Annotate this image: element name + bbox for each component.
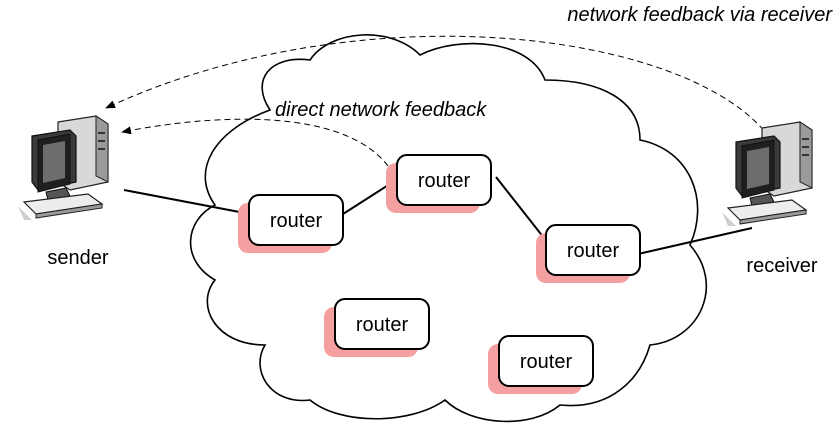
- router-box: [498, 335, 594, 387]
- sender-computer-icon: [17, 115, 109, 221]
- router-box: [334, 298, 430, 350]
- router-label: router: [356, 314, 409, 336]
- router-label: router: [418, 170, 471, 192]
- network-cloud: [189, 34, 708, 423]
- router-label: router: [520, 351, 573, 373]
- direct-network-feedback-arrow: [121, 118, 389, 167]
- network-feedback-via-receiver-arrow: [105, 35, 771, 139]
- direct-network-feedback-label: direct network feedback: [275, 99, 487, 121]
- receiver-label: receiver: [746, 255, 817, 277]
- receiver-computer-icon: [721, 121, 813, 227]
- sender-label: sender: [47, 247, 108, 269]
- router-label: router: [270, 210, 323, 232]
- link-router-router-lower: [495, 176, 545, 239]
- router-box: [396, 154, 492, 206]
- router-box: [545, 224, 641, 276]
- link-router-router-upper: [342, 181, 394, 215]
- link-sender-router: [123, 189, 251, 215]
- network-feedback-via-receiver-label: network feedback via receiver: [567, 4, 833, 26]
- link-router-receiver: [637, 227, 753, 255]
- router-label: router: [567, 240, 620, 262]
- router-box: [248, 194, 344, 246]
